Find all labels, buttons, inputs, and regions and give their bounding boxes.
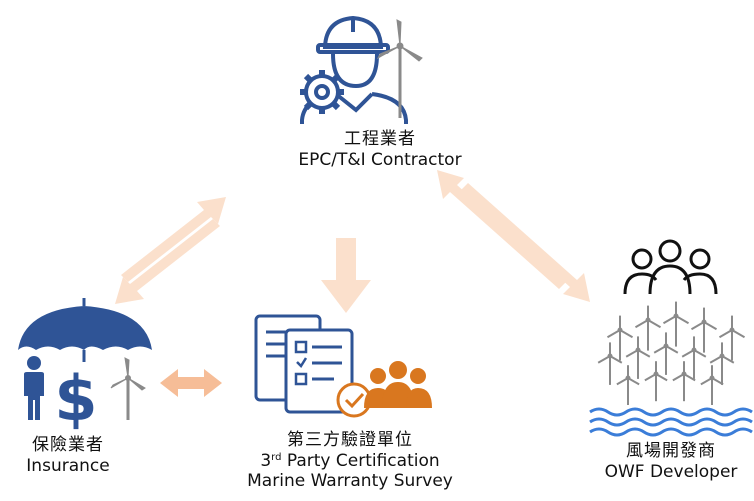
arrow-insurance-third-party bbox=[160, 369, 222, 397]
wind-turbine-icon bbox=[690, 307, 718, 353]
owf-developer-label: 風場開發商 OWF Developer bbox=[585, 441, 754, 482]
third-party-label: 第三方驗證單位 3rd Party Certification Marine W… bbox=[205, 430, 495, 492]
wind-turbine-icon bbox=[672, 361, 696, 402]
arrow-epc-owf bbox=[437, 170, 590, 302]
arrow-epc-insurance bbox=[115, 197, 226, 304]
svg-text:$: $ bbox=[54, 362, 97, 435]
wind-turbine-icon bbox=[644, 361, 668, 402]
third-party-label-en: 3rd Party Certification bbox=[205, 451, 495, 472]
third-party-label-en-rest: Party Certification bbox=[281, 450, 440, 471]
wind-turbine-icon bbox=[597, 342, 623, 385]
third-party-label-en2: Marine Warranty Survey bbox=[247, 471, 453, 492]
wind-turbine-icon bbox=[681, 336, 707, 379]
certification-documents-icon bbox=[254, 314, 432, 418]
insurance-label: 保險業者 Insurance bbox=[8, 435, 128, 476]
epc-label-zh: 工程業者 bbox=[344, 129, 416, 149]
wind-turbine-icon bbox=[662, 301, 690, 347]
third-party-ordinal-suffix: rd bbox=[271, 451, 282, 463]
wind-farm-developer-icon bbox=[589, 239, 753, 437]
wind-turbine-icon bbox=[625, 336, 651, 379]
third-party-label-zh: 第三方驗證單位 bbox=[287, 430, 413, 450]
wind-turbine-icon bbox=[606, 315, 634, 361]
insurance-label-en: Insurance bbox=[26, 455, 110, 476]
owf-label-zh: 風場開發商 bbox=[626, 441, 716, 461]
wind-turbine-icon bbox=[709, 342, 735, 385]
epc-contractor-label: 工程業者 EPC/T&I Contractor bbox=[250, 129, 510, 170]
wind-turbine-icon bbox=[653, 332, 679, 375]
owf-label-en: OWF Developer bbox=[604, 461, 738, 482]
wind-turbine-icon bbox=[700, 365, 724, 405]
wind-turbine-icon bbox=[718, 315, 746, 361]
arrow-epc-third-party bbox=[321, 238, 371, 313]
third-party-ordinal-number: 3 bbox=[260, 450, 272, 471]
wind-turbine-icon bbox=[616, 365, 640, 405]
wind-turbine-icon bbox=[634, 305, 662, 351]
epc-label-en: EPC/T&I Contractor bbox=[298, 149, 462, 170]
insurance-umbrella-icon: $ bbox=[18, 298, 152, 435]
insurance-label-zh: 保險業者 bbox=[32, 435, 104, 455]
engineer-with-wind-turbine-icon bbox=[300, 15, 423, 124]
